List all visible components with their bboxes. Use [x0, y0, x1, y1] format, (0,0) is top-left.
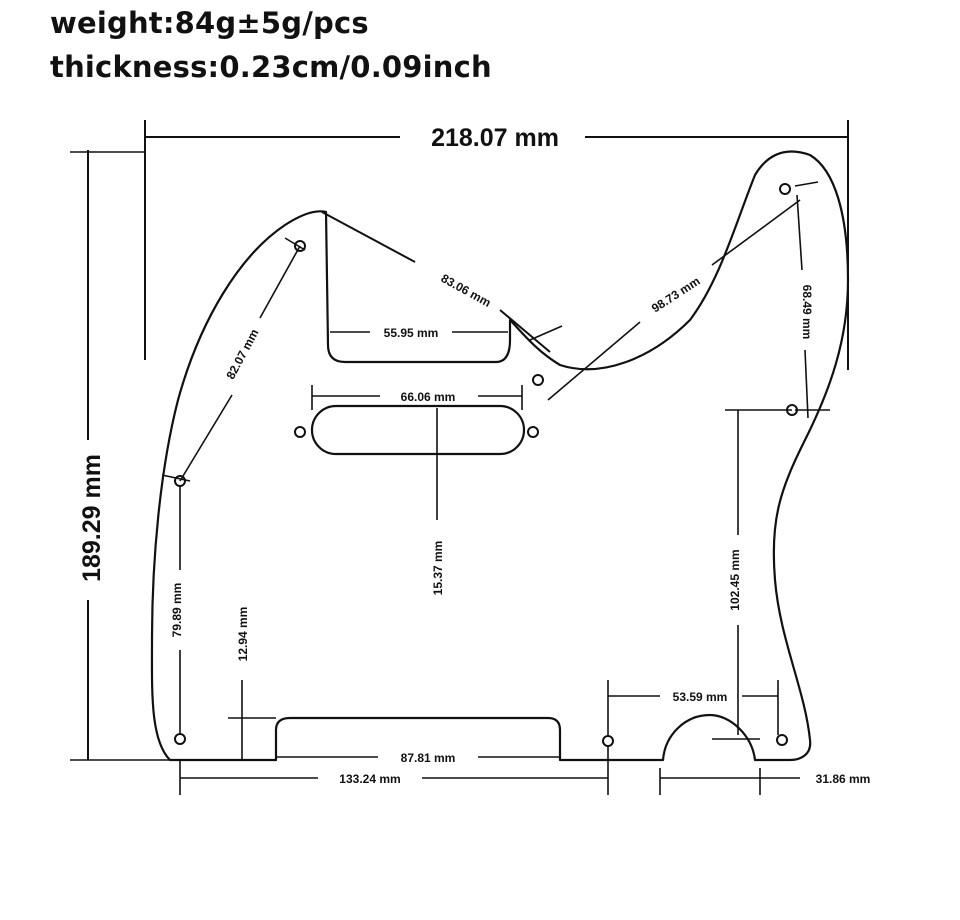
- label-left-lower-vertical: 79.89 mm: [170, 583, 184, 638]
- label-left-diagonal: 82.07 mm: [223, 327, 261, 382]
- dim-top-diagonal: 83.06 mm: [321, 211, 563, 353]
- label-bottom-notch: 12.94 mm: [236, 607, 250, 662]
- label-right-vertical: 68.49 mm: [800, 285, 814, 340]
- label-neck-pocket: 55.95 mm: [384, 326, 439, 340]
- screw-hole: [174, 733, 186, 745]
- dim-overall-height: 189.29 mm: [70, 150, 170, 761]
- pickguard-outline: [150, 150, 850, 762]
- dim-bridge-cutout: 87.81 mm: [276, 751, 560, 765]
- dim-jack-cutout: 31.86 mm: [659, 768, 871, 795]
- label-pickup-bottom: 15.37 mm: [431, 541, 445, 596]
- dim-right-diagonal: 98.73 mm: [547, 181, 819, 401]
- label-bottom-span: 133.24 mm: [339, 772, 400, 786]
- label-pickup-length: 66.06 mm: [401, 390, 456, 404]
- screw-hole: [602, 735, 614, 747]
- screw-hole: [776, 734, 788, 746]
- label-right-lower-vertical: 102.45 mm: [728, 549, 742, 610]
- dim-left-lower-vertical: 79.89 mm: [170, 485, 184, 735]
- label-right-diagonal: 98.73 mm: [649, 274, 703, 316]
- dim-bottom-span: 133.24 mm: [179, 745, 609, 795]
- thickness-spec: thickness:0.23cm/0.09inch: [50, 50, 492, 84]
- dim-neck-pocket: 55.95 mm: [330, 326, 508, 340]
- dim-pickup-length: 66.06 mm: [311, 385, 523, 410]
- weight-spec: weight:84g±5g/pcs: [50, 6, 369, 40]
- label-overall-width: 218.07 mm: [431, 124, 559, 152]
- screw-hole: [779, 183, 791, 195]
- screw-hole: [527, 426, 539, 438]
- label-lower-right-span: 53.59 mm: [673, 690, 728, 704]
- screw-hole: [532, 374, 544, 386]
- dim-right-vertical: 68.49 mm: [795, 194, 830, 419]
- label-top-diagonal: 83.06 mm: [439, 271, 494, 310]
- label-overall-height: 189.29 mm: [78, 454, 106, 582]
- dim-overall-width: 218.07 mm: [70, 120, 849, 370]
- screw-hole: [294, 426, 306, 438]
- dim-bottom-notch: 12.94 mm: [228, 607, 276, 760]
- dim-left-diagonal: 82.07 mm: [161, 237, 306, 482]
- label-jack-cutout: 31.86 mm: [816, 772, 871, 786]
- dim-pickup-bottom: 15.37 mm: [431, 408, 445, 595]
- label-bridge-cutout: 87.81 mm: [401, 751, 456, 765]
- dim-right-lower-vertical: 102.45 mm: [712, 409, 792, 740]
- pickup-slot: [310, 404, 526, 456]
- dim-lower-right-span: 53.59 mm: [607, 680, 779, 735]
